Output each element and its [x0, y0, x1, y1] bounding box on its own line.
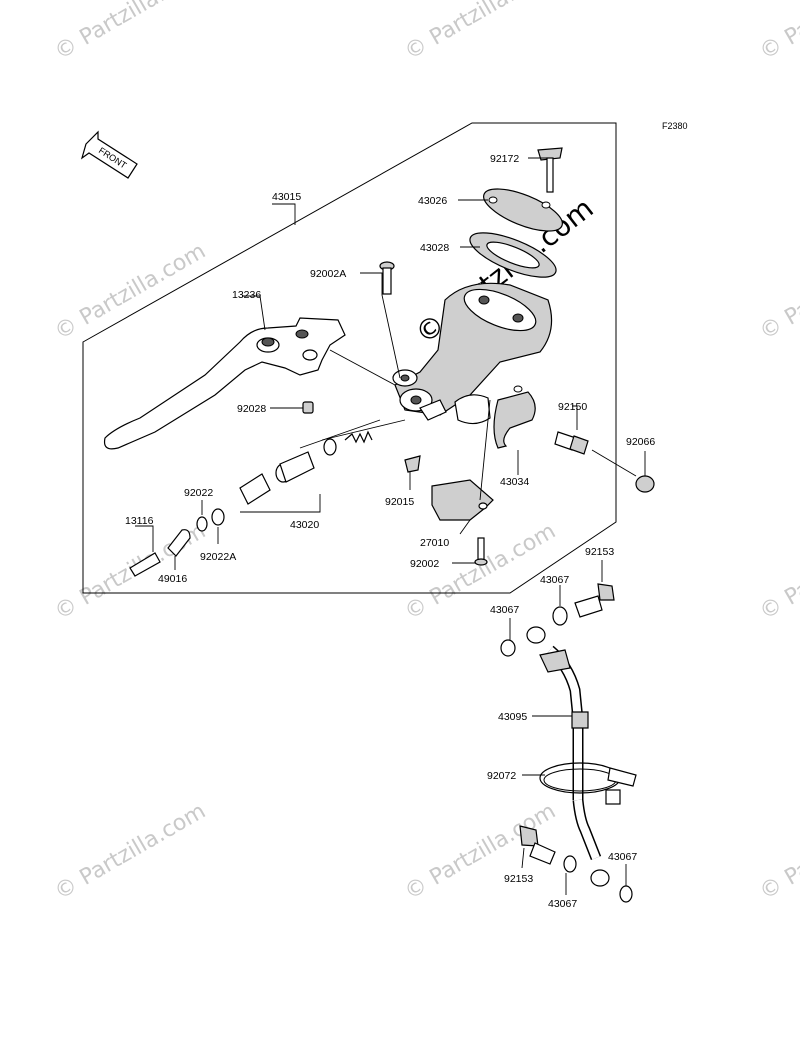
- boot-49016: [167, 529, 191, 557]
- label-13236[interactable]: 13236: [232, 289, 261, 301]
- washer-43067-d: [619, 885, 633, 903]
- label-92015[interactable]: 92015: [385, 496, 414, 508]
- label-92066[interactable]: 92066: [626, 436, 655, 448]
- watermark: © Partzilla.com: [51, 799, 211, 906]
- watermark: © Partzilla.com: [401, 519, 561, 626]
- bushing-92028: [302, 401, 314, 414]
- label-43067-c[interactable]: 43067: [548, 898, 577, 910]
- watermark: © Partzilla.com: [756, 0, 800, 65]
- label-27010[interactable]: 27010: [420, 537, 449, 549]
- watermark: © Partzilla.com: [756, 239, 800, 346]
- assembly-frame: [82, 122, 617, 594]
- label-43067-a[interactable]: 43067: [540, 574, 569, 586]
- label-92150[interactable]: 92150: [558, 401, 587, 413]
- screw-92002A: [379, 261, 395, 295]
- watermark-layer: © Partzilla.com © Partzilla.com © Partzi…: [51, 0, 800, 905]
- washer-43067-b: [500, 639, 516, 657]
- label-92002A[interactable]: 92002A: [310, 268, 346, 280]
- washer-92022: [196, 516, 208, 532]
- banjo-bolt-92153-bottom: [519, 825, 556, 865]
- reservoir-cap-43026: [483, 188, 563, 232]
- front-arrow-icon: FRONT: [80, 130, 138, 179]
- switch-27010: [431, 479, 494, 521]
- clamp-43034: [493, 385, 536, 449]
- cap-92066: [635, 475, 655, 493]
- label-92153-bottom[interactable]: 92153: [504, 873, 533, 885]
- diaphragm-plate-43028: [469, 232, 557, 278]
- label-92028[interactable]: 92028: [237, 403, 266, 415]
- leader-lines: [135, 157, 646, 895]
- banjo-bolt-92153-top: [574, 583, 615, 618]
- label-43026[interactable]: 43026: [418, 195, 447, 207]
- screw-92002: [474, 537, 488, 566]
- label-43020[interactable]: 43020: [290, 519, 319, 531]
- label-92072[interactable]: 92072: [487, 770, 516, 782]
- master-cylinder-body: [392, 282, 553, 425]
- label-92022[interactable]: 92022: [184, 487, 213, 499]
- piston-set-43020: [239, 430, 373, 505]
- watermark: © Partzilla.com: [756, 519, 800, 626]
- part-labels: 43015 92172 43026 43028 92002A 13236 920…: [125, 153, 655, 910]
- bolt-92150: [554, 431, 589, 455]
- label-43028[interactable]: 43028: [420, 242, 449, 254]
- watermark: © Partzilla.com: [401, 0, 561, 65]
- grommet-92015: [404, 455, 421, 473]
- rod-13116: [129, 552, 161, 577]
- label-92172[interactable]: 92172: [490, 153, 519, 165]
- label-13116[interactable]: 13116: [125, 515, 154, 527]
- hose-clamp-92072: [539, 762, 637, 805]
- washer-43067-a: [552, 606, 568, 626]
- label-43095[interactable]: 43095: [498, 711, 527, 723]
- label-92153-top[interactable]: 92153: [585, 546, 614, 558]
- lever-13236: [103, 317, 346, 450]
- watermark: © Partzilla.com: [756, 799, 800, 906]
- label-49016[interactable]: 49016: [158, 573, 187, 585]
- washer-43067-c: [563, 855, 577, 873]
- watermark: © Partzilla.com: [51, 0, 211, 65]
- label-92022A[interactable]: 92022A: [200, 551, 236, 563]
- figure-code: F2380: [662, 121, 688, 131]
- label-43067-d[interactable]: 43067: [608, 851, 637, 863]
- label-43067-b[interactable]: 43067: [490, 604, 519, 616]
- washer-92022A: [211, 508, 225, 526]
- label-43015[interactable]: 43015: [272, 191, 301, 203]
- brake-hose-assembly: [526, 626, 610, 887]
- label-92002[interactable]: 92002: [410, 558, 439, 570]
- screw-92172: [537, 147, 563, 193]
- label-43034[interactable]: 43034: [500, 476, 529, 488]
- watermark: © Partzilla.com: [51, 239, 211, 346]
